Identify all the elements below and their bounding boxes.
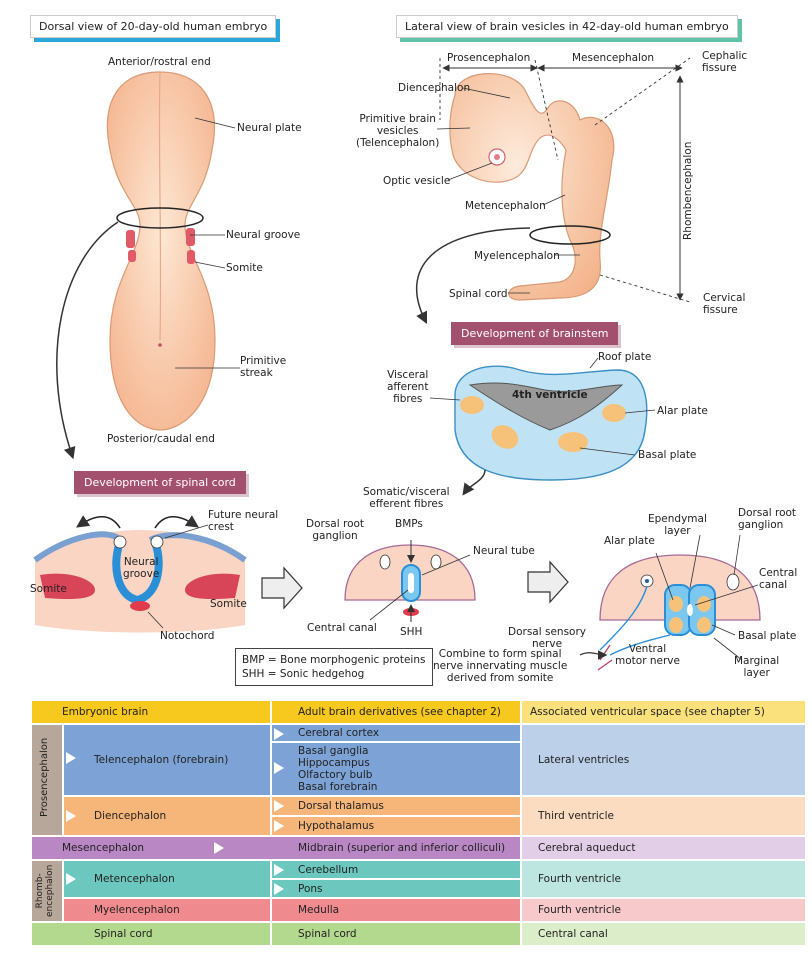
label-spinal-cord: Spinal cord <box>449 288 508 300</box>
cell-pons: Pons <box>272 880 520 897</box>
label-future-neural-crest: Future neural crest <box>208 509 279 533</box>
brainstem-section <box>429 357 656 496</box>
legend-shh: SHH = Sonic hedgehog <box>242 668 365 680</box>
cell-fourth-ventricle-2: Fourth ventricle <box>522 899 805 921</box>
label-somite: Somite <box>226 262 263 274</box>
cell-midbrain: Midbrain (superior and inferior collicul… <box>212 837 520 859</box>
label-shh: SHH <box>400 626 423 638</box>
label-anterior: Anterior/rostral end <box>108 56 211 68</box>
row-telencephalon: Telencephalon (forebrain) <box>64 725 270 795</box>
label-dorsal-root-ganglion: Dorsal root ganglion <box>306 518 365 542</box>
label-notochord: Notochord <box>160 630 215 642</box>
label-mesencephalon: Mesencephalon <box>572 52 655 64</box>
label-neural-tube: Neural tube <box>473 545 535 557</box>
process-arrow-1 <box>261 566 303 610</box>
label-diencephalon: Diencephalon <box>398 82 471 94</box>
title-development-brainstem: Development of brainstem <box>451 322 619 345</box>
cell-medulla: Medulla <box>272 899 520 921</box>
label-optic-vesicle: Optic vesicle <box>383 175 451 187</box>
side-prosencephalon: Prosencephalon <box>32 725 62 835</box>
label-posterior: Posterior/caudal end <box>107 433 215 445</box>
label-neural-groove: Neural groove <box>226 229 301 241</box>
process-arrow-2 <box>527 560 569 604</box>
label-basal-plate: Basal plate <box>638 449 697 461</box>
label-somatic-efferent: Somatic/visceral efferent fibres <box>363 486 450 510</box>
row-myelencephalon: Myelencephalon <box>64 899 270 921</box>
cell-cerebral-aqueduct: Cerebral aqueduct <box>522 837 805 859</box>
label-myelencephalon: Myelencephalon <box>474 250 560 262</box>
label-alar-plate: Alar plate <box>657 405 708 417</box>
label-alar-plate-section: Alar plate <box>604 535 655 547</box>
label-ventral-motor-nerve: Ventral motor nerve <box>615 643 680 667</box>
label-marginal-layer: Marginal layer <box>734 655 780 679</box>
label-cephalic-fissure: Cephalic fissure <box>702 50 748 74</box>
side-rhombencephalon-text: Rhomb- encephalon <box>35 864 55 917</box>
label-cervical-fissure: Cervical fissure <box>703 292 746 316</box>
spinal-stage-1 <box>33 515 247 633</box>
banner-lateral-view: Lateral view of brain vesicles in 42-day… <box>396 15 738 38</box>
legend-bmp: BMP = Bone morphogenic proteins <box>242 654 426 666</box>
cell-basal-group: Basal ganglia Hippocampus Olfactory bulb… <box>272 743 520 795</box>
label-ependymal-layer: Ependymal layer <box>648 513 707 537</box>
spinal-stage-3 <box>579 534 761 671</box>
title-development-spinal-cord: Development of spinal cord <box>74 471 246 494</box>
side-prosencephalon-text: Prosencephalon <box>39 737 50 817</box>
header-ventricular-space: Associated ventricular space (see chapte… <box>522 701 805 723</box>
cell-spinal-cord-adult: Spinal cord <box>272 923 520 945</box>
label-bmps: BMPs <box>395 518 423 530</box>
header-adult-derivatives: Adult brain derivatives (see chapter 2) <box>272 701 520 723</box>
cell-hypothalamus: Hypothalamus <box>272 817 520 835</box>
label-dorsal-root-ganglion-2: Dorsal root ganglion <box>738 507 797 531</box>
spinal-stage-2 <box>344 540 476 622</box>
label-primitive-streak: Primitive streak <box>240 355 287 379</box>
label-somite-left: Somite <box>30 583 67 595</box>
row-metencephalon: Metencephalon <box>64 861 270 897</box>
label-visceral-afferent: Visceral afferent fibres <box>387 369 429 405</box>
cell-cerebral-cortex: Cerebral cortex <box>272 725 520 741</box>
side-rhombencephalon: Rhomb- encephalon <box>32 861 62 921</box>
brain-vesicles-42day <box>415 57 691 325</box>
diagram-drawings <box>33 57 761 671</box>
cell-lateral-ventricles: Lateral ventricles <box>522 725 805 795</box>
label-fourth-ventricle: 4th ventricle <box>512 389 588 401</box>
label-combine-spinal-nerve: Combine to form spinal nerve innervating… <box>433 648 568 684</box>
abbreviation-legend: BMP = Bone morphogenic proteins SHH = So… <box>235 648 433 686</box>
label-metencephalon: Metencephalon <box>465 200 546 212</box>
label-rhombencephalon: Rhombencephalon <box>682 141 694 240</box>
label-prosencephalon: Prosencephalon <box>447 52 531 64</box>
header-embryonic-brain: Embryonic brain <box>32 701 270 723</box>
cell-central-canal: Central canal <box>522 923 805 945</box>
label-somite-right: Somite <box>210 598 247 610</box>
embryo-20day <box>56 71 240 460</box>
cell-fourth-ventricle-1: Fourth ventricle <box>522 861 805 897</box>
label-basal-plate-section: Basal plate <box>738 630 797 642</box>
label-neural-plate: Neural plate <box>237 122 302 134</box>
label-central-canal-2: Central canal <box>759 567 798 591</box>
cell-cerebellum: Cerebellum <box>272 861 520 878</box>
label-primitive-vesicles: Primitive brain vesicles (Telencephalon) <box>356 113 440 149</box>
cell-third-ventricle: Third ventricle <box>522 797 805 835</box>
label-roof-plate: Roof plate <box>598 351 652 363</box>
label-central-canal: Central canal <box>307 622 377 634</box>
banner-dorsal-view: Dorsal view of 20-day-old human embryo <box>30 15 277 38</box>
label-neural-groove-section: Neural groove <box>123 556 160 580</box>
row-diencephalon: Diencephalon <box>64 797 270 835</box>
row-spinal-cord: Spinal cord <box>32 923 270 945</box>
cell-dorsal-thalamus: Dorsal thalamus <box>272 797 520 815</box>
label-dorsal-sensory-nerve: Dorsal sensory nerve <box>508 626 586 650</box>
row-mesencephalon: Mesencephalon <box>32 837 212 859</box>
